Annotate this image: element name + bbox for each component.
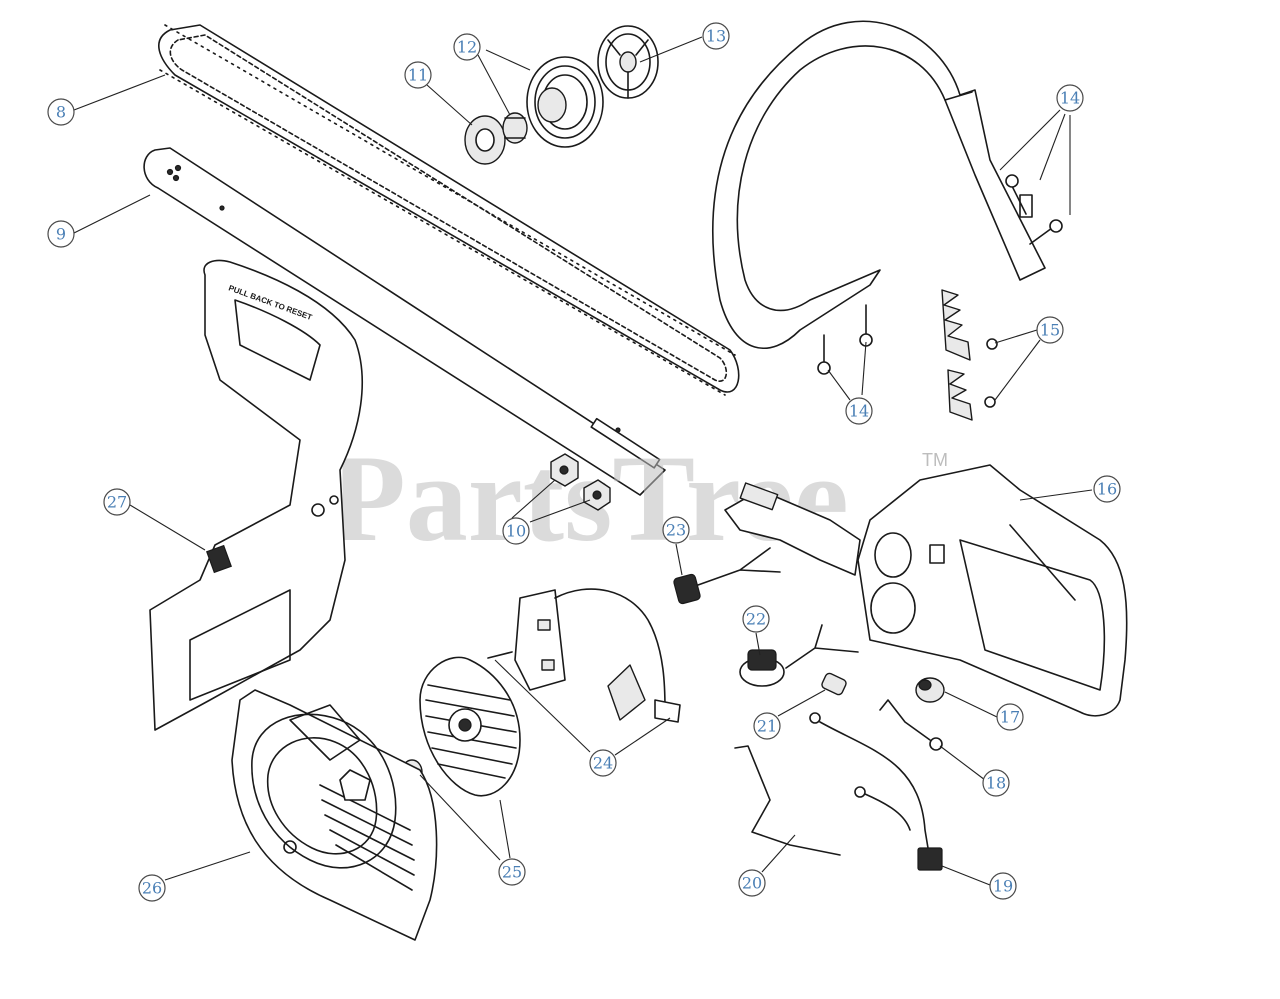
ignition-coil	[487, 588, 681, 723]
callout-27-label: 27	[107, 493, 127, 512]
starter-housing	[231, 689, 438, 941]
callout-25-label: 25	[502, 863, 522, 882]
leader-27	[129, 504, 206, 551]
leader-12b	[485, 49, 531, 71]
leader-17	[944, 691, 998, 718]
callout-23-label: 23	[666, 521, 686, 540]
callout-21[interactable]: 21	[753, 712, 781, 740]
callout-18-label: 18	[986, 774, 1006, 793]
callout-8-label: 8	[56, 103, 66, 122]
clutch-assembly	[597, 25, 659, 99]
guide-bar	[143, 147, 666, 496]
throttle-rod	[879, 699, 943, 751]
callout-17[interactable]: 17	[996, 703, 1024, 731]
leader-12a	[477, 54, 511, 116]
leader-21	[777, 689, 826, 717]
leader-13	[639, 36, 703, 63]
callout-20[interactable]: 20	[738, 869, 766, 897]
leader-25b	[499, 799, 511, 859]
callout-26[interactable]: 26	[138, 874, 166, 902]
leader-14b2	[861, 341, 867, 396]
callout-10-label: 10	[506, 522, 526, 541]
leader-10a	[511, 479, 556, 519]
bumper-spikes	[941, 289, 998, 421]
callouts: 8 9 10 11 12 13 14 14 15 16 17 18 19 20 …	[47, 22, 1121, 902]
leader-11	[426, 84, 473, 126]
leader-19	[941, 865, 991, 886]
callout-9[interactable]: 9	[47, 220, 75, 248]
callout-14-lower[interactable]: 14	[845, 397, 873, 425]
callout-10[interactable]: 10	[502, 517, 530, 545]
leader-14a1	[999, 109, 1061, 171]
sprocket-washer	[464, 115, 506, 165]
callout-16-label: 16	[1097, 480, 1117, 499]
callout-14-upper[interactable]: 14	[1056, 84, 1084, 112]
fuel-cap	[739, 624, 859, 687]
ground-wire	[809, 712, 943, 871]
callout-19[interactable]: 19	[989, 872, 1017, 900]
leader-10b	[529, 499, 591, 523]
callout-27[interactable]: 27	[103, 488, 131, 516]
saw-chain	[158, 24, 740, 396]
callout-24-label: 24	[593, 754, 613, 773]
callout-12-label: 12	[457, 38, 477, 57]
chain-brake-assembly: PULL BACK TO RESET	[149, 259, 364, 731]
callout-14-lower-label: 14	[849, 402, 869, 421]
clutch-drum	[526, 56, 604, 148]
leader-16	[1019, 489, 1093, 501]
callout-22-label: 22	[746, 610, 766, 629]
callout-22[interactable]: 22	[742, 605, 770, 633]
callout-24[interactable]: 24	[589, 749, 617, 777]
leader-22	[755, 632, 761, 656]
leader-14b1	[827, 369, 851, 401]
leader-25a	[419, 774, 501, 861]
watermark-tm: TM	[922, 450, 948, 470]
primer-bulb	[915, 677, 945, 703]
leader-9	[73, 194, 151, 234]
callout-15-label: 15	[1040, 321, 1060, 340]
callout-13[interactable]: 13	[702, 22, 730, 50]
leader-24b	[614, 717, 671, 756]
leader-lines	[73, 36, 1093, 886]
callout-12[interactable]: 12	[453, 33, 481, 61]
front-handle	[712, 20, 1046, 349]
callout-18[interactable]: 18	[982, 769, 1010, 797]
leader-26	[164, 851, 251, 881]
needle-bearing	[502, 112, 528, 144]
fuel-filter	[821, 672, 847, 696]
callout-19-label: 19	[993, 877, 1013, 896]
leader-15a	[994, 329, 1038, 344]
callout-8[interactable]: 8	[47, 98, 75, 126]
leader-23	[675, 543, 683, 576]
callout-14-upper-label: 14	[1060, 89, 1080, 108]
leader-18	[939, 745, 986, 781]
callout-25[interactable]: 25	[498, 858, 526, 886]
callout-16[interactable]: 16	[1093, 475, 1121, 503]
callout-15[interactable]: 15	[1036, 316, 1064, 344]
callout-21-label: 21	[757, 717, 777, 736]
leader-14a2	[1039, 113, 1066, 181]
leader-24a	[494, 659, 591, 753]
callout-17-label: 17	[1000, 708, 1020, 727]
callout-23[interactable]: 23	[662, 516, 690, 544]
leader-15b	[994, 339, 1041, 401]
callout-26-label: 26	[142, 879, 162, 898]
leader-20	[761, 834, 796, 873]
callout-9-label: 9	[56, 225, 66, 244]
choke-rod	[734, 745, 841, 856]
bar-nuts	[550, 453, 611, 511]
engine-housing	[724, 464, 1128, 717]
callout-20-label: 20	[742, 874, 762, 893]
callout-13-label: 13	[706, 27, 726, 46]
callout-11-label: 11	[408, 66, 428, 85]
leader-8	[73, 74, 166, 111]
callout-11[interactable]: 11	[404, 61, 432, 89]
oil-cap	[673, 547, 781, 605]
